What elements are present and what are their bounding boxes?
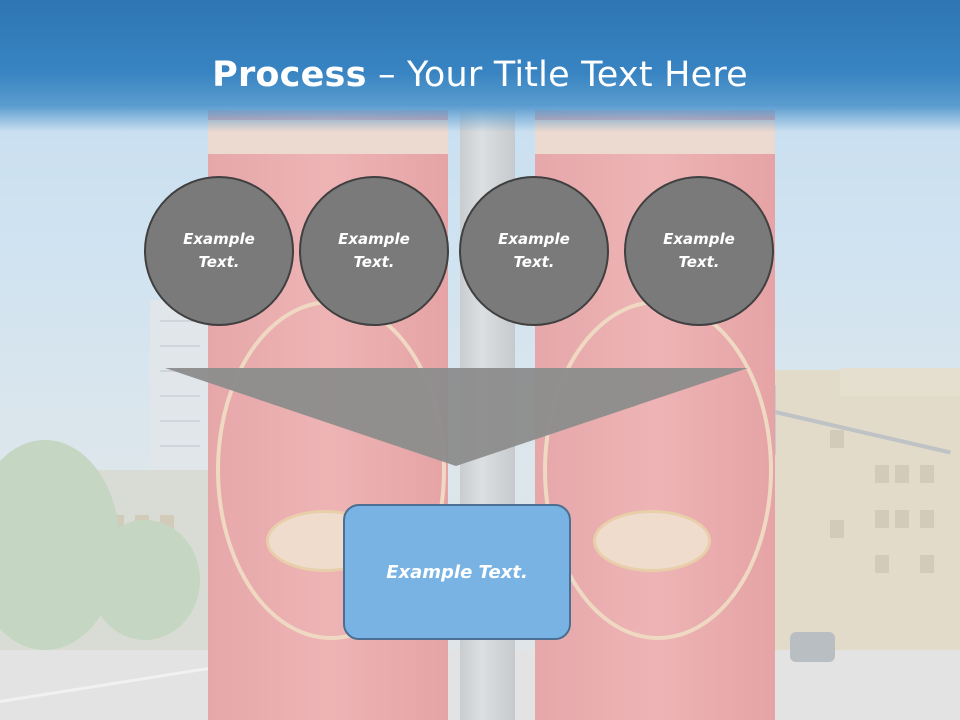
funnel-triangle <box>165 368 748 466</box>
title-regular-text: – Your Title Text Here <box>366 55 748 95</box>
background-car <box>790 632 835 662</box>
result-box-label: Example Text. <box>386 561 528 583</box>
process-step-label: Example Text. <box>338 230 410 271</box>
background-tower <box>150 300 212 480</box>
process-step-label: Example Text. <box>498 230 570 271</box>
result-box[interactable]: Example Text. <box>343 504 571 640</box>
background-tree <box>90 520 200 640</box>
slide-title[interactable]: Process – Your Title Text Here <box>0 52 960 98</box>
process-step-label: Example Text. <box>663 230 735 271</box>
process-step-label: Example Text. <box>183 230 255 271</box>
process-step-1[interactable]: Example Text. <box>144 176 294 326</box>
title-bar: Process – Your Title Text Here <box>0 0 960 132</box>
title-bold-text: Process <box>212 55 367 95</box>
background-building-roof <box>840 368 960 396</box>
process-step-3[interactable]: Example Text. <box>459 176 609 326</box>
process-step-2[interactable]: Example Text. <box>299 176 449 326</box>
process-step-4[interactable]: Example Text. <box>624 176 774 326</box>
